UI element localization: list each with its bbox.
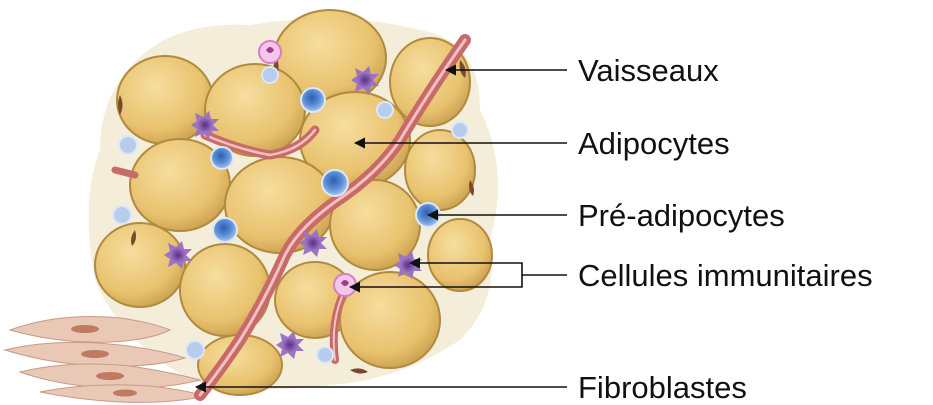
label-vaisseaux: Vaisseaux <box>578 53 719 88</box>
adipocyte <box>405 130 475 210</box>
label-preadipocytes: Pré-adipocytes <box>578 198 785 233</box>
preadipocyte <box>322 170 348 196</box>
label-immune-cells: Cellules immunitaires <box>578 258 873 293</box>
fibroblast-cell <box>40 385 205 403</box>
adipocyte <box>428 219 492 291</box>
preadipocyte <box>262 67 278 83</box>
preadipocyte <box>452 122 468 138</box>
preadipocyte <box>211 147 233 169</box>
label-fibroblastes: Fibroblastes <box>578 370 747 405</box>
preadipocyte <box>301 88 325 112</box>
immune-cell-macrophage <box>334 274 356 296</box>
preadipocyte <box>317 347 333 363</box>
label-adipocytes: Adipocytes <box>578 126 730 161</box>
preadipocyte <box>113 206 131 224</box>
preadipocyte <box>119 136 137 154</box>
preadipocyte <box>213 218 237 242</box>
labels: Vaisseaux Adipocytes Pré-adipocytes Cell… <box>578 53 873 405</box>
blood-vessel <box>115 170 135 175</box>
immune-cell-macrophage <box>259 41 281 63</box>
preadipocyte <box>377 102 393 118</box>
preadipocyte <box>186 341 204 359</box>
